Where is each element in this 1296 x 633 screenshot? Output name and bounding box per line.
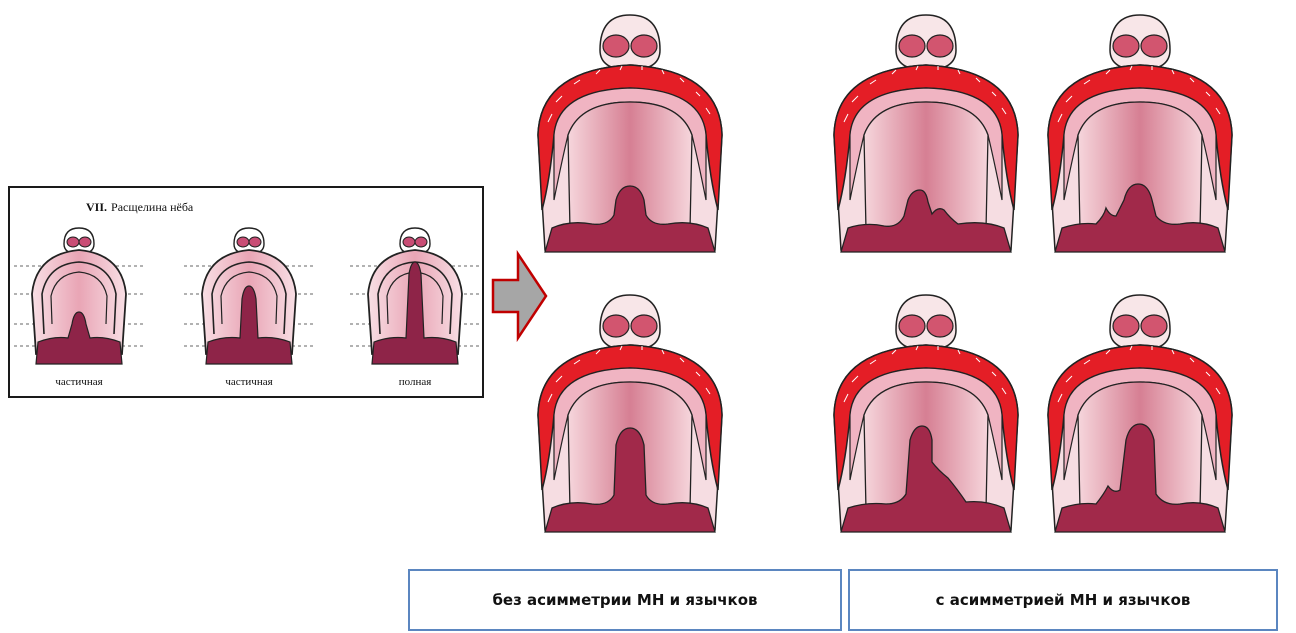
palate-symmetric-long [530, 290, 730, 540]
reference-figure-complete [350, 224, 480, 374]
reference-title-text: Расщелина нёба [111, 200, 193, 214]
reference-figure-partial-2 [184, 224, 314, 374]
palate-asymmetric-4 [1040, 290, 1240, 540]
caption-with-asymmetry: с асимметрией МН и язычков [848, 569, 1278, 631]
palate-asymmetric-3 [826, 290, 1026, 540]
palate-asymmetric-1 [826, 10, 1026, 260]
reference-caption-1: частичная [14, 376, 144, 388]
reference-figure-partial-1 [14, 224, 144, 374]
reference-panel: VII. Расщелина нёба частичная частичная [8, 186, 484, 398]
palate-symmetric-short [530, 10, 730, 260]
reference-title: VII. Расщелина нёба [86, 200, 193, 215]
reference-caption-2: частичная [184, 376, 314, 388]
reference-title-number: VII. [86, 200, 107, 214]
caption-without-asymmetry: без асимметрии МН и язычков [408, 569, 842, 631]
palate-asymmetric-2 [1040, 10, 1240, 260]
reference-caption-3: полная [350, 376, 480, 388]
